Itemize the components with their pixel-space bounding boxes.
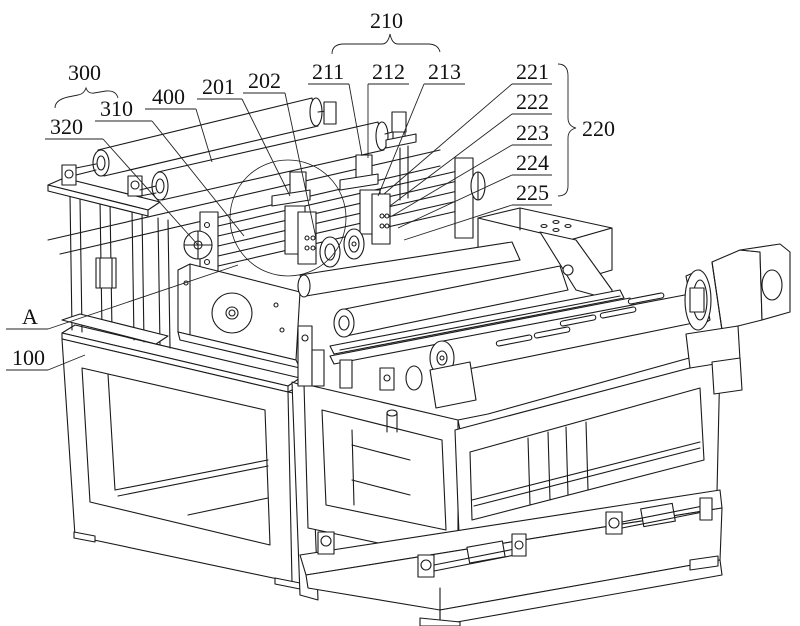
cutter-assembly: [217, 111, 486, 277]
label-100: 100: [12, 345, 45, 370]
main-rollers: [297, 241, 699, 409]
label-223: 223: [516, 120, 549, 145]
unwind-stand: [47, 164, 171, 349]
label-225: 225: [516, 180, 549, 205]
label-201: 201: [202, 74, 235, 99]
label-400: 400: [152, 84, 185, 109]
label-210: 210: [370, 8, 403, 33]
label-224: 224: [516, 150, 549, 175]
label-212: 212: [372, 59, 405, 84]
leader-lines: [6, 33, 577, 371]
drive-unit: [684, 243, 791, 395]
reference-labels: 300 310 320 400 201 202 210 211 212 213 …: [12, 8, 615, 370]
gear-housing: [477, 207, 613, 301]
label-221: 221: [516, 59, 549, 84]
side-plate-left: [183, 211, 219, 273]
unwind-rolls: [47, 97, 441, 255]
label-A: A: [22, 304, 38, 329]
label-300: 300: [68, 60, 101, 85]
label-213: 213: [428, 59, 461, 84]
label-211: 211: [312, 59, 344, 84]
end-plate: [177, 263, 301, 369]
linear-guides: [317, 497, 713, 578]
label-310: 310: [100, 96, 133, 121]
base-frame-left: [61, 324, 301, 590]
label-320: 320: [50, 114, 83, 139]
label-202: 202: [248, 68, 281, 93]
base-frame-right: [287, 349, 723, 626]
label-220: 220: [582, 116, 615, 141]
label-222: 222: [516, 89, 549, 114]
